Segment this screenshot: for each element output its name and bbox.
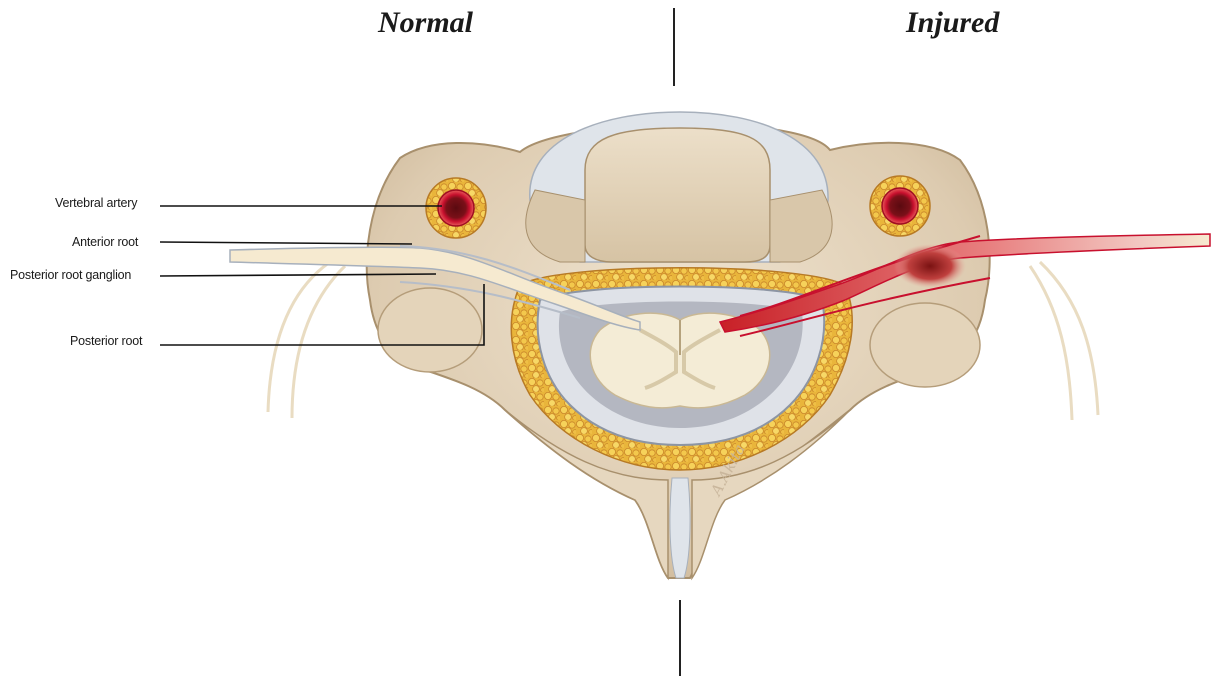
right-transverse-process bbox=[870, 303, 980, 387]
label-posterior-root-ganglion: Posterior root ganglion bbox=[10, 268, 131, 282]
label-anterior-root: Anterior root bbox=[72, 235, 138, 249]
heading-normal: Normal bbox=[378, 6, 473, 40]
injury-hemorrhage bbox=[894, 244, 966, 288]
right-vertebral-artery bbox=[870, 176, 930, 236]
heading-injured: Injured bbox=[906, 6, 999, 40]
vertebral-body bbox=[585, 128, 770, 262]
left-transverse-process bbox=[378, 288, 482, 372]
label-posterior-root: Posterior root bbox=[70, 334, 142, 348]
label-vertebral-artery: Vertebral artery bbox=[55, 196, 137, 210]
spinous-cleft bbox=[670, 478, 690, 578]
left-vertebral-artery bbox=[426, 178, 486, 238]
